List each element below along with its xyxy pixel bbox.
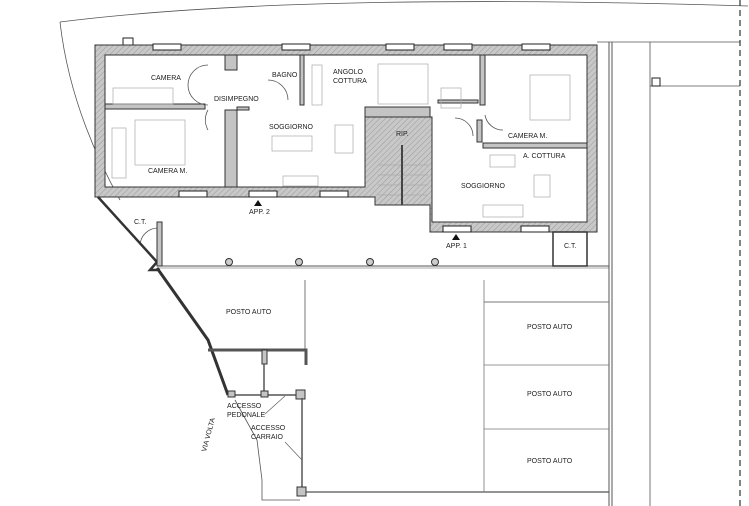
label-posto-auto-1: POSTO AUTO — [527, 324, 573, 331]
door — [204, 109, 209, 131]
sofa — [489, 154, 516, 168]
interior-wall — [364, 106, 431, 118]
cabinet — [482, 204, 524, 218]
dining-table — [533, 174, 551, 198]
label-app-2: APP. 2 — [249, 209, 270, 216]
interior-wall — [104, 103, 206, 110]
cabinet — [282, 175, 319, 187]
pillar — [261, 349, 268, 365]
furniture — [111, 63, 571, 246]
site-wall — [208, 348, 308, 365]
window — [152, 43, 182, 51]
label-ct-left: C.T. — [134, 219, 147, 226]
pillar — [260, 390, 269, 398]
interior-wall — [437, 99, 479, 104]
label-ct-right: C.T. — [564, 243, 577, 250]
ct-wall-left — [156, 221, 163, 267]
shower — [440, 87, 462, 109]
label-angolo: ANGOLO — [333, 69, 364, 76]
sofa — [271, 135, 313, 152]
street-edge — [234, 399, 300, 501]
label-posto-auto-3: POSTO AUTO — [527, 458, 573, 465]
site-wall — [97, 196, 160, 272]
window — [521, 43, 551, 51]
label-posto-auto-left: POSTO AUTO — [226, 309, 272, 316]
window — [520, 225, 550, 233]
window — [442, 225, 472, 233]
label-accesso-carraio-2: CARRAIO — [251, 434, 283, 441]
window — [281, 43, 311, 51]
dining-table — [334, 124, 354, 154]
door — [454, 117, 474, 137]
top-curve-boundary — [59, 1, 749, 23]
pillar — [295, 389, 306, 400]
left-curve-boundary — [59, 21, 121, 201]
door — [267, 79, 289, 101]
interior-wall — [479, 54, 486, 106]
double-bed — [529, 74, 571, 121]
parking-area — [155, 267, 609, 501]
window — [319, 190, 349, 198]
label-a-cottura: A. COTTURA — [523, 153, 566, 160]
interior-wall — [299, 54, 305, 106]
interior-wall — [476, 119, 483, 143]
ct-room-right — [552, 231, 588, 267]
pillar — [227, 390, 236, 398]
column — [295, 258, 303, 266]
leader-line — [264, 395, 286, 415]
chimney — [122, 37, 134, 46]
courtyard — [97, 196, 609, 272]
label-camera-m-right: CAMERA M. — [508, 133, 547, 140]
column — [366, 258, 374, 266]
label-accesso-pedonale-2: PEDONALE — [227, 412, 265, 419]
window — [385, 43, 415, 51]
bed — [112, 87, 174, 105]
label-bagno: BAGNO — [272, 72, 298, 79]
wardrobe — [111, 127, 127, 179]
entrance-arrow-icon — [452, 234, 460, 240]
windows — [152, 43, 551, 233]
label-camera: CAMERA — [151, 75, 181, 82]
label-rip: RIP. — [396, 131, 409, 138]
leader-line — [284, 441, 303, 461]
room-labels: CAMERA DISIMPEGNO BAGNO ANGOLO COTTURA C… — [134, 69, 577, 465]
interior-wall — [482, 142, 588, 149]
door — [484, 114, 504, 131]
label-soggiorno-right: SOGGIORNO — [461, 183, 506, 190]
label-app-1: APP. 1 — [446, 243, 467, 250]
label-accesso-pedonale-1: ACCESSO — [227, 403, 262, 410]
window — [178, 190, 208, 198]
double-bed — [134, 119, 186, 166]
label-disimpegno: DISIMPEGNO — [214, 96, 259, 103]
label-camera-m-left: CAMERA M. — [148, 168, 187, 175]
interior-wall — [224, 54, 238, 71]
label-street: VIA VOLTA — [201, 417, 217, 453]
interior-wall — [224, 109, 238, 188]
boundary-post — [651, 77, 661, 87]
pillar — [296, 486, 307, 497]
label-cottura: COTTURA — [333, 78, 367, 85]
column — [431, 258, 439, 266]
interior-wall — [236, 106, 250, 111]
kitchen-counter — [377, 63, 429, 105]
label-accesso-carraio-1: ACCESSO — [251, 425, 286, 432]
entrance-arrow-icon — [254, 200, 262, 206]
kitchen-counter — [311, 64, 323, 106]
column — [225, 258, 233, 266]
label-soggiorno-left: SOGGIORNO — [269, 124, 314, 131]
window — [248, 190, 278, 198]
label-posto-auto-2: POSTO AUTO — [527, 391, 573, 398]
window — [443, 43, 473, 51]
door — [139, 227, 159, 246]
door — [187, 64, 209, 106]
site-wall — [155, 267, 230, 396]
